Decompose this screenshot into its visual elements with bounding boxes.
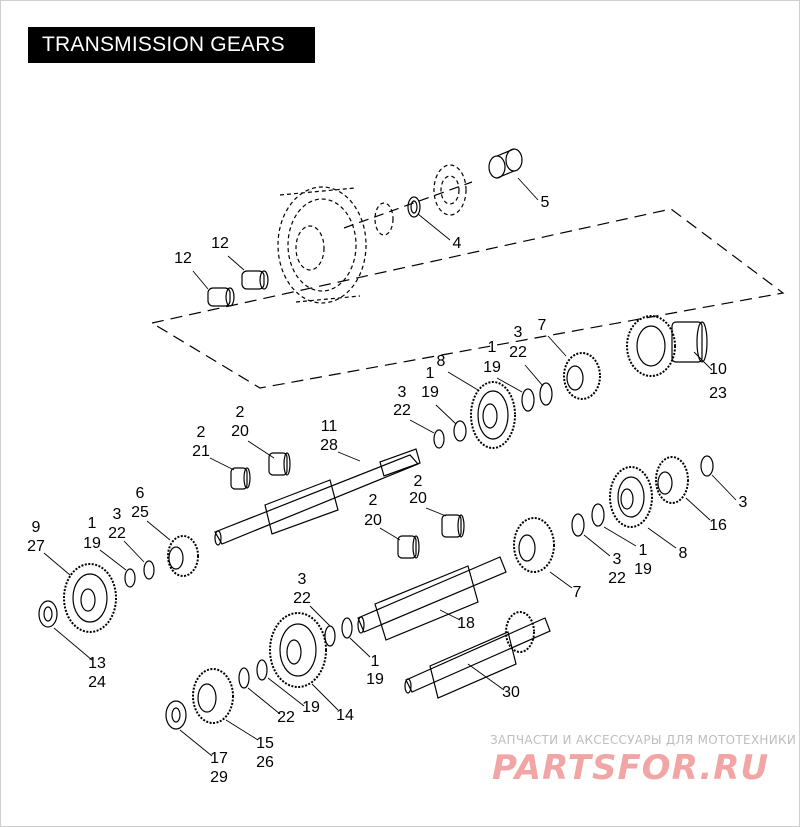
part-9-gear xyxy=(63,563,117,633)
callout-c19a: 19 xyxy=(483,359,501,376)
part-17-thrust-washer xyxy=(165,700,187,730)
callout-c7b: 7 xyxy=(573,584,582,601)
callout-c1a: 1 xyxy=(488,339,497,356)
callout-c15: 15 xyxy=(256,735,274,752)
part-2-bearing-b xyxy=(268,452,291,476)
part-2-bearing-a xyxy=(230,467,251,490)
callout-c26: 26 xyxy=(256,754,274,771)
callout-c4: 4 xyxy=(453,235,462,252)
part-2-bearing-d xyxy=(441,514,465,538)
callout-c20a: 20 xyxy=(231,423,249,440)
callout-c2a: 2 xyxy=(236,404,245,421)
callout-c22a: 22 xyxy=(509,344,527,361)
callout-c16: 16 xyxy=(709,517,727,534)
part-30-output-shaft xyxy=(404,611,551,699)
callout-c20c: 20 xyxy=(364,512,382,529)
callout-c24: 24 xyxy=(88,674,106,691)
callout-c6: 6 xyxy=(136,485,145,502)
watermark-tagline: ЗАПЧАСТИ И АКСЕССУАРЫ ДЛЯ МОТОТЕХНИКИ xyxy=(490,733,797,747)
callout-c28: 28 xyxy=(320,437,338,454)
callout-c23: 23 xyxy=(709,385,727,402)
callout-c7a: 7 xyxy=(538,317,547,334)
part-10-main-drive-gear xyxy=(626,315,708,377)
washers-upper xyxy=(433,382,553,449)
part-2-bearing-c xyxy=(397,535,420,559)
washers-right xyxy=(571,455,714,537)
part-8-gear-lower xyxy=(609,466,653,528)
washers-left xyxy=(124,560,155,588)
part-6-gear xyxy=(167,535,199,577)
callout-c14: 14 xyxy=(336,707,354,724)
part-8-gear-upper xyxy=(470,381,516,449)
callout-c2b: 2 xyxy=(197,424,206,441)
part-18-countershaft xyxy=(357,556,507,641)
callout-c21: 21 xyxy=(192,443,210,460)
callout-c30: 30 xyxy=(502,684,520,701)
washers-center xyxy=(324,617,353,647)
callout-c3f: 3 xyxy=(298,571,307,588)
part-5-sleeve xyxy=(488,148,523,179)
part-7-gear-lower xyxy=(513,517,555,573)
callout-c12a: 12 xyxy=(211,235,229,252)
callout-c3c: 3 xyxy=(739,494,748,511)
callout-c19b: 19 xyxy=(421,384,439,401)
callout-c11: 11 xyxy=(321,418,338,435)
callout-c2d: 2 xyxy=(369,492,378,509)
callout-c25: 25 xyxy=(131,504,149,521)
leader-lines xyxy=(43,177,737,757)
callout-c12b: 12 xyxy=(174,250,192,267)
callout-c22f: 22 xyxy=(277,709,295,726)
callout-c8a: 8 xyxy=(437,353,446,370)
callout-c3e: 3 xyxy=(613,551,622,568)
part-12-bearing-a xyxy=(207,287,235,307)
callout-c19f: 19 xyxy=(302,699,320,716)
callout-c27: 27 xyxy=(27,538,45,555)
callout-c1e: 1 xyxy=(371,653,380,670)
part-7-gear-upper xyxy=(563,352,601,400)
watermark-logo: PARTSFOR.RU xyxy=(492,748,770,788)
callout-c17: 17 xyxy=(210,750,228,767)
callout-c3d: 3 xyxy=(113,506,122,523)
callout-c1d: 1 xyxy=(639,542,648,559)
hub-phantom xyxy=(374,164,467,236)
part-16-gear xyxy=(655,456,689,504)
washers-lower xyxy=(238,659,268,689)
callout-c1b: 1 xyxy=(426,365,435,382)
callout-c22b: 22 xyxy=(393,402,411,419)
part-11-mainshaft xyxy=(214,448,421,546)
callout-c13: 13 xyxy=(88,655,106,672)
callout-c19c: 19 xyxy=(83,535,101,552)
callout-c8b: 8 xyxy=(679,545,688,562)
callout-c29: 29 xyxy=(210,769,228,786)
callout-c20b: 20 xyxy=(409,490,427,507)
callout-c22c: 22 xyxy=(108,525,126,542)
part-12-bearing-b xyxy=(241,270,269,290)
part-4-bushing xyxy=(407,196,421,218)
callout-c1c: 1 xyxy=(88,515,97,532)
clutch-gear-phantom xyxy=(277,186,367,304)
callout-c9: 9 xyxy=(32,519,41,536)
callout-c3a: 3 xyxy=(514,324,523,341)
callout-c5: 5 xyxy=(541,194,550,211)
page-title: TRANSMISSION GEARS xyxy=(28,27,315,63)
callout-c19e: 19 xyxy=(366,671,384,688)
callout-c22d: 22 xyxy=(608,570,626,587)
part-13-thrust-washer xyxy=(38,600,58,628)
callout-c2c: 2 xyxy=(414,473,423,490)
callout-c18: 18 xyxy=(457,615,475,632)
part-14-gear xyxy=(269,612,327,688)
callout-c19d: 19 xyxy=(634,561,652,578)
callout-c10: 10 xyxy=(709,361,727,378)
reference-outline xyxy=(150,208,785,389)
part-15-gear xyxy=(192,668,234,724)
callout-c3b: 3 xyxy=(398,384,407,401)
callout-c22e: 22 xyxy=(293,590,311,607)
